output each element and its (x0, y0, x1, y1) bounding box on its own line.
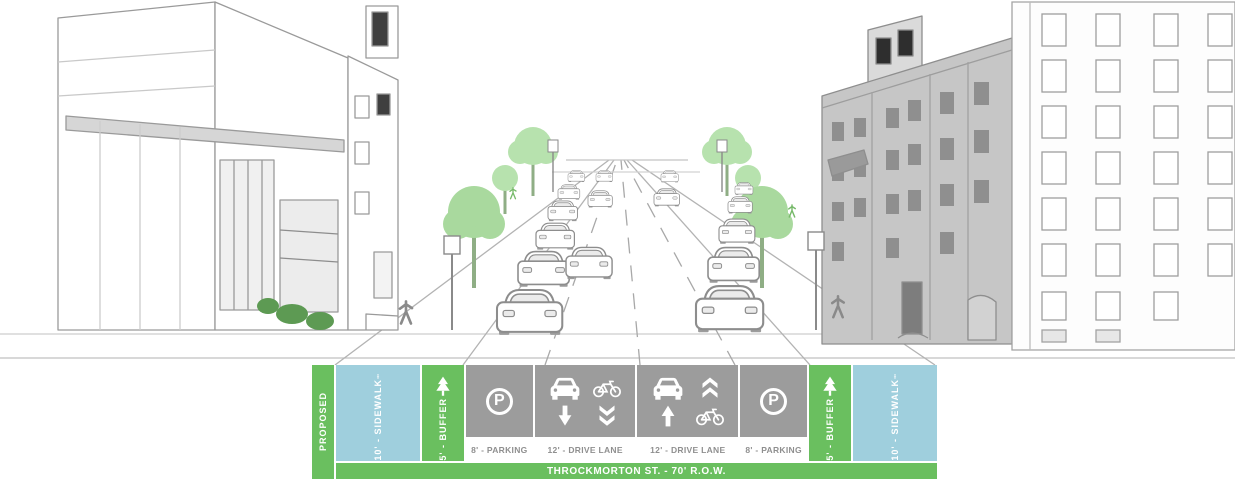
section-legend: PROPOSED 10' - SIDEWALK (312, 365, 937, 479)
parking-icon: P (485, 387, 513, 415)
band-label: 8' - PARKING (471, 445, 528, 455)
bicycle-icon (593, 380, 622, 397)
band-label-strip: 8' - PARKING (465, 439, 533, 461)
parking-icon: P (760, 387, 788, 415)
band-label: 12' - DRIVE LANE (547, 445, 623, 455)
car-icon (653, 377, 683, 400)
band-sidewalk-left: 10' - SIDEWALK (336, 365, 420, 461)
band-label-strip: 12' - DRIVE LANE (534, 439, 636, 461)
left-buildings (57, 1, 399, 331)
band-parking-left: P 8' - PARKING (465, 365, 533, 461)
car-icon (550, 377, 580, 400)
street-name-bar: THROCKMORTON ST. - 70' R.O.W. (336, 463, 937, 479)
pedestrian-icon (376, 374, 380, 379)
storefront-plants (257, 298, 334, 330)
proposed-strip: PROPOSED (312, 365, 334, 479)
chevrons-down-icon (599, 405, 615, 426)
band-label: 10' - SIDEWALK (372, 379, 383, 461)
sign-poles (443, 139, 825, 330)
band-label: 8' - PARKING (745, 445, 802, 455)
tree-icon (823, 376, 837, 396)
tree-icon (436, 376, 450, 396)
bicycle-icon (695, 408, 724, 425)
band-parking-right: P 8' - PARKING (740, 365, 808, 461)
drive-lane-fill (534, 365, 636, 437)
band-sidewalk-right: 10' - SIDEWALK (853, 365, 937, 461)
band-label-strip: 8' - PARKING (740, 439, 808, 461)
parking-band-fill: P (740, 365, 808, 437)
section-bands: 10' - SIDEWALK 5' - BUFFER P (336, 365, 937, 479)
street-name-label: THROCKMORTON ST. - 70' R.O.W. (546, 465, 727, 477)
band-label-strip: 12' - DRIVE LANE (637, 439, 739, 461)
street-scene-illustration (0, 1, 1235, 365)
band-label: 10' - SIDEWALK (890, 379, 901, 461)
band-label: 12' - DRIVE LANE (650, 445, 726, 455)
arrow-down-icon (558, 405, 572, 426)
pedestrian-icon (893, 374, 897, 379)
band-drive-lane-north: 12' - DRIVE LANE (637, 365, 739, 461)
band-buffer-right: 5' - BUFFER (809, 365, 852, 461)
arrow-up-icon (661, 405, 675, 426)
band-label: 5' - BUFFER (825, 398, 836, 461)
band-label: 5' - BUFFER (437, 398, 448, 461)
right-white-building (1011, 1, 1235, 351)
chevrons-up-icon (702, 377, 718, 398)
right-townhouses (821, 15, 1013, 345)
drive-lane-fill (637, 365, 739, 437)
proposed-label: PROPOSED (318, 392, 328, 452)
band-drive-lane-south: 12' - DRIVE LANE (534, 365, 636, 461)
parking-band-fill: P (465, 365, 533, 437)
band-buffer-left: 5' - BUFFER (421, 365, 464, 461)
